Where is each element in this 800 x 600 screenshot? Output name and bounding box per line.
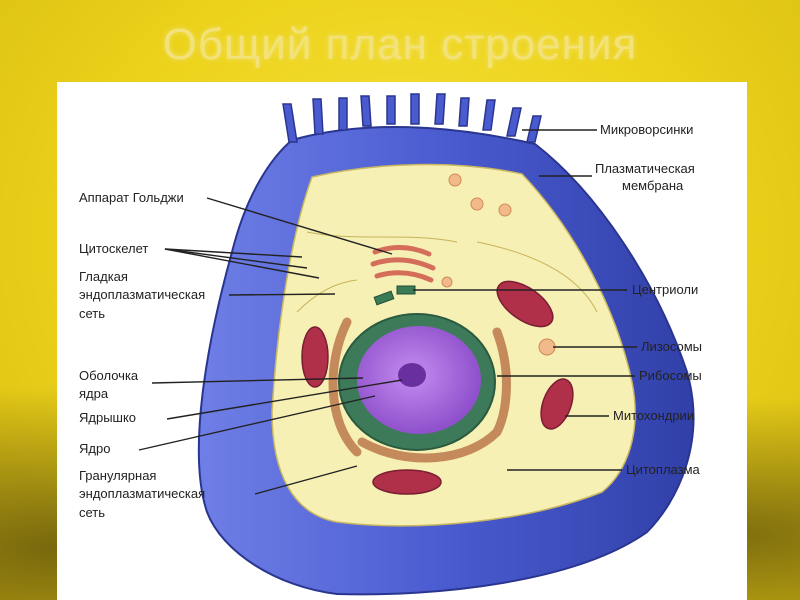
label-lysosomes: Лизосомы [641, 339, 702, 354]
label-rough-er-2: эндоплазматическая [79, 486, 205, 501]
label-centrioles: Центриоли [632, 282, 698, 297]
label-golgi: Аппарат Гольджи [79, 190, 184, 205]
label-rough-er-3: сеть [79, 505, 105, 520]
label-smooth-er-1: Гладкая [79, 269, 128, 284]
label-cytoskeleton: Цитоскелет [79, 241, 148, 256]
microvilli [282, 93, 542, 143]
label-rough-er-1: Гранулярная [79, 468, 156, 483]
cell-diagram: Аппарат Гольджи Цитоскелет Гладкая эндоп… [79, 93, 702, 596]
nucleolus [398, 363, 426, 387]
slide-title: Общий план строения [162, 20, 638, 69]
label-smooth-er-2: эндоплазматическая [79, 287, 205, 302]
label-nucleus: Ядро [79, 441, 110, 456]
label-nucleolus: Ядрышко [79, 410, 136, 425]
label-smooth-er-3: сеть [79, 306, 105, 321]
label-membrane-1: Плазматическая [595, 161, 695, 176]
label-mitochondria: Митохондрии [613, 408, 694, 423]
label-microvilli: Микроворсинки [600, 122, 693, 137]
label-envelope-1: Оболочка [79, 368, 139, 383]
label-ribosomes: Рибосомы [639, 368, 702, 383]
cytoskeleton [296, 231, 598, 313]
label-membrane-2: мембрана [622, 178, 684, 193]
label-cytoplasm: Цитоплазма [626, 462, 701, 477]
label-envelope-2: ядра [79, 386, 109, 401]
leader-lines [138, 129, 637, 495]
mitochondria [301, 280, 574, 495]
diagram-panel: Аппарат Гольджи Цитоскелет Гладкая эндоп… [57, 82, 747, 600]
